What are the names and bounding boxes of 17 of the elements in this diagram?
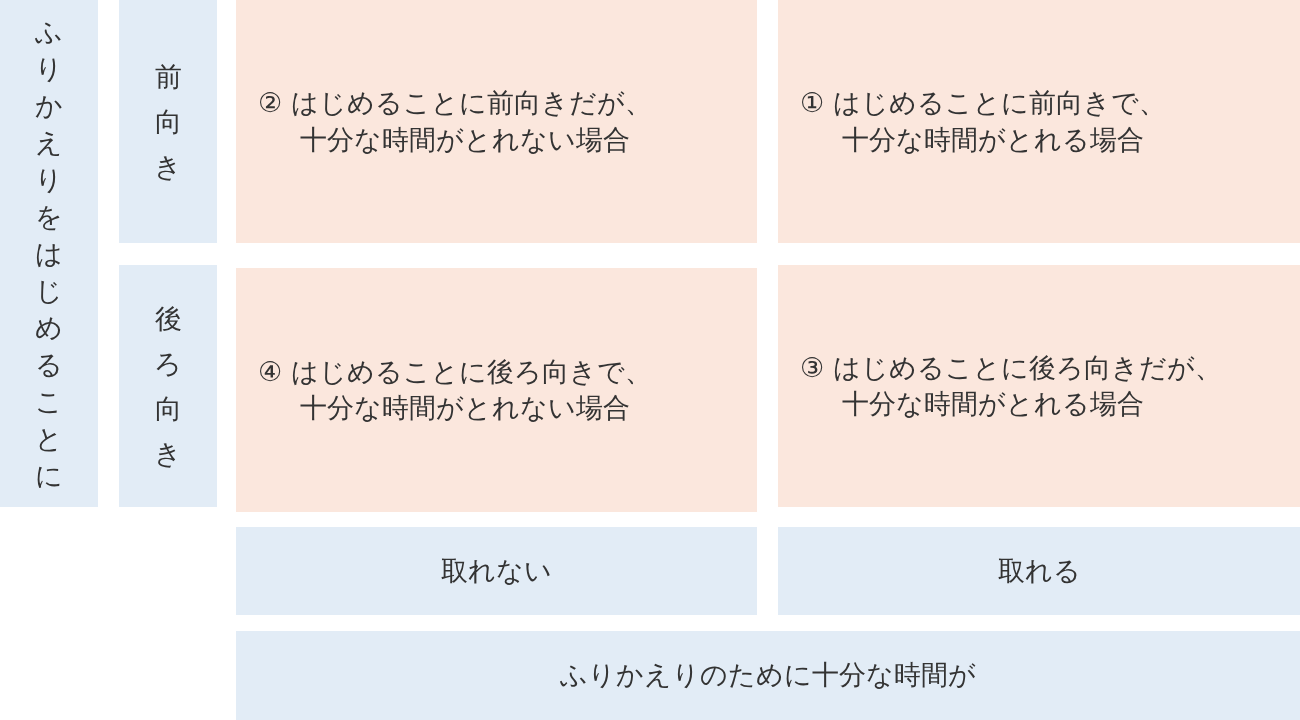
- vertical-heading: ふりかえりをはじめることに: [34, 15, 64, 493]
- column-header: 取れる: [778, 527, 1300, 615]
- quadrant-description: ② はじめることに前向きだが、十分な時間がとれない場合: [258, 86, 653, 157]
- quadrant-cell: [778, 0, 1300, 243]
- row-header: [119, 265, 217, 507]
- vertical-heading: 後ろ向き: [153, 302, 183, 471]
- quadrant-description: ③ はじめることに後ろ向きだが、十分な時間がとれる場合: [800, 350, 1223, 421]
- quadrant-description: ④ はじめることに後ろ向きで、十分な時間がとれない場合: [258, 354, 653, 425]
- vertical-heading: 前向き: [153, 60, 183, 184]
- axis-title-band: ふりかえりのために十分な時間が: [236, 631, 1300, 720]
- column-header: 取れない: [236, 527, 757, 615]
- row-header: [119, 0, 217, 243]
- quadrant-cell: [778, 265, 1300, 507]
- axis-title-band: [0, 0, 98, 507]
- quadrant-cell: [236, 268, 757, 512]
- quadrant-cell: [236, 0, 757, 243]
- quadrant-description: ① はじめることに前向きで、十分な時間がとれる場合: [800, 86, 1167, 157]
